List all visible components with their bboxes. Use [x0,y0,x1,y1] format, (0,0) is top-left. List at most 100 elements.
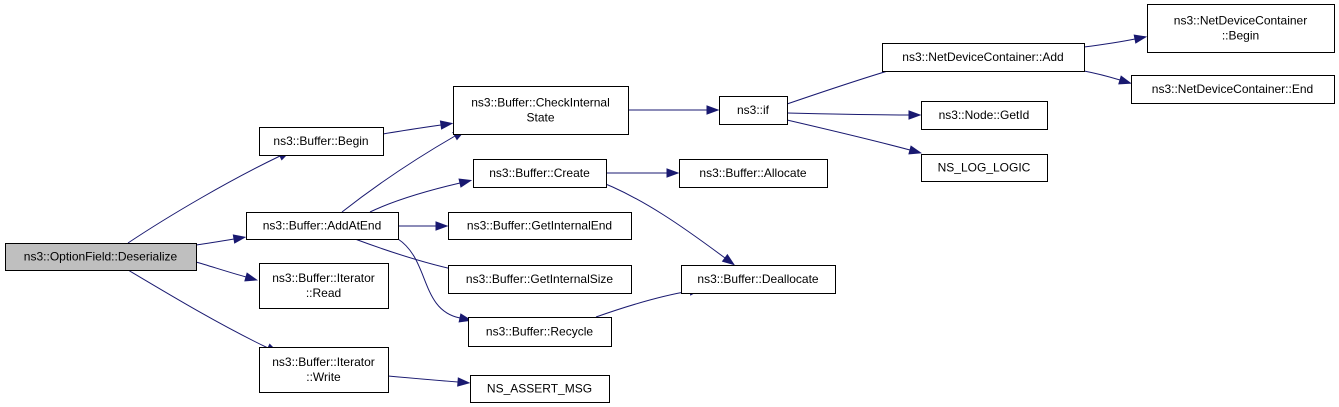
call-edge-n7-n13 [606,168,680,178]
node-box [259,127,384,156]
call-edges [127,34,1148,387]
node-label: ns3::Buffer::GetInternalEnd [467,219,612,233]
function-node-ns3-if[interactable]: ns3::if [719,96,788,125]
edge-line [369,182,461,213]
node-label: ns3::NetDeviceContainer [1174,14,1307,28]
function-node-ns3-netdevicecontainer-end[interactable]: ns3::NetDeviceContainer::End [1131,75,1335,104]
edge-line [195,261,247,278]
node-box [259,347,389,393]
node-box [1131,75,1335,104]
call-edge-n2-n6 [382,120,454,135]
node-label: ::Read [306,286,341,300]
edge-arrowhead [439,120,454,130]
function-node-ns3-buffer-create[interactable]: ns3::Buffer::Create [473,159,607,188]
function-node-ns-log-logic[interactable]: NS_LOG_LOGIC [921,154,1048,182]
node-box [453,86,629,135]
edge-arrowhead [435,221,449,231]
edge-arrowhead [457,377,471,387]
node-label: ns3::Buffer::CheckInternal [471,96,610,110]
edge-line [589,177,726,259]
function-node-ns3-node-getid[interactable]: ns3::Node::GetId [921,101,1048,130]
function-node-ns3-buffer-addatend[interactable]: ns3::Buffer::AddAtEnd [246,212,399,240]
node-label: State [526,111,554,125]
node-label: ns3::Buffer::GetInternalSize [466,272,614,286]
call-edge-n12-n17 [786,119,923,155]
edge-arrowhead [908,110,922,120]
function-node-ns3-buffer-getinternalend[interactable]: ns3::Buffer::GetInternalEnd [448,212,632,240]
node-label: ns3::NetDeviceContainer::Add [902,50,1063,64]
call-edge-n1-n4 [195,261,259,282]
call-edge-n3-n10 [397,238,473,323]
node-label: ns3::Buffer::Allocate [699,166,807,180]
node-label: NS_LOG_LOGIC [938,161,1031,175]
edge-line [127,155,281,244]
edge-line [1083,70,1121,81]
call-nodes: ns3::OptionField::Deserializens3::Buffer… [5,4,1335,403]
edge-arrowhead [721,253,736,266]
call-edge-n3-n7 [369,178,473,213]
edge-arrowhead [458,313,473,323]
edge-arrowhead [706,105,720,115]
call-edge-n15-n18 [1083,34,1148,48]
node-box [679,159,828,188]
edge-line [195,238,235,246]
node-label: ns3::Buffer::Deallocate [697,272,819,286]
node-label: ::Begin [1222,29,1259,43]
call-edge-n7-n14 [589,177,736,266]
edge-line [595,290,691,318]
node-box [448,265,632,294]
function-node-ns3-netdevicecontainer-begin[interactable]: ns3::NetDeviceContainer::Begin [1147,4,1335,53]
node-box [1147,4,1335,53]
call-edge-n5-n11 [387,375,471,387]
node-label: ::Write [306,370,341,384]
node-label: ns3::Buffer::Iterator [272,355,375,369]
node-label: ns3::Buffer::AddAtEnd [263,219,382,233]
call-edge-n12-n16 [786,110,922,120]
node-label: ns3::Buffer::Recycle [486,325,593,339]
node-box [921,101,1048,130]
function-node-ns3-buffer-getinternalsize[interactable]: ns3::Buffer::GetInternalSize [448,265,632,294]
node-box [5,243,197,271]
edge-line [387,375,459,383]
edge-arrowhead [458,178,473,188]
node-box [921,154,1048,182]
edge-line [127,269,269,349]
node-label: ns3::OptionField::Deserialize [24,250,178,264]
node-box [882,43,1085,72]
edge-arrowhead [666,168,680,178]
function-node-ns3-buffer-recycle[interactable]: ns3::Buffer::Recycle [468,317,612,347]
function-node-ns3-optionfield-deserialize[interactable]: ns3::OptionField::Deserialize [5,243,197,271]
node-label: ns3::Buffer::Iterator [272,271,375,285]
function-node-ns3-buffer-deallocate[interactable]: ns3::Buffer::Deallocate [681,265,836,294]
edge-line [341,135,456,213]
edge-line [1083,38,1136,48]
call-edge-n15-n19 [1083,70,1132,85]
node-box [259,263,389,309]
edge-arrowhead [232,234,247,244]
call-edge-n1-n5 [127,269,280,354]
edge-arrowhead [244,272,259,282]
node-label: ns3::if [737,103,770,117]
node-box [470,375,610,403]
edge-line [786,119,911,151]
edge-arrowhead [908,145,923,155]
function-node-ns3-buffer-allocate[interactable]: ns3::Buffer::Allocate [679,159,828,188]
node-label: ns3::Node::GetId [939,108,1030,122]
node-box [473,159,607,188]
edge-line [397,238,461,319]
function-node-ns3-buffer-begin[interactable]: ns3::Buffer::Begin [259,127,384,156]
call-edge-n3-n8 [398,221,449,231]
node-box [719,96,788,125]
function-node-ns3-buffer-iterator-read[interactable]: ns3::Buffer::Iterator::Read [259,263,389,309]
node-box [468,317,612,347]
function-node-ns-assert-msg[interactable]: NS_ASSERT_MSG [470,375,610,403]
function-node-ns3-netdevicecontainer-add[interactable]: ns3::NetDeviceContainer::Add [882,43,1085,72]
node-label: ns3::Buffer::Create [489,166,590,180]
call-edge-n1-n3 [195,234,247,246]
node-box [681,265,836,294]
node-box [246,212,399,240]
function-node-ns3-buffer-iterator-write[interactable]: ns3::Buffer::Iterator::Write [259,347,389,393]
edge-arrowhead [1118,75,1132,85]
